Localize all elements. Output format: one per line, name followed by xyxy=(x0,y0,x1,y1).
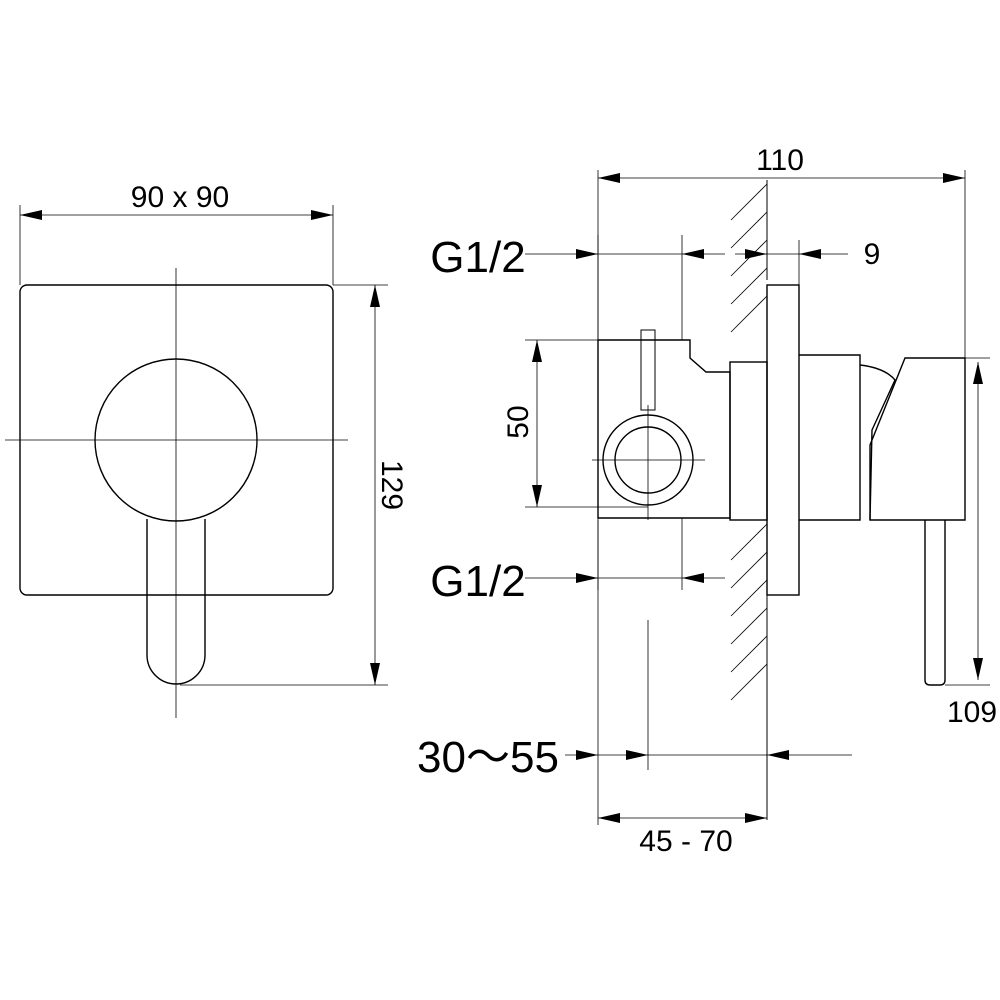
outlet-thread-label: G1/2 xyxy=(430,557,525,606)
width-dimension: 90 x 90 xyxy=(19,181,334,285)
plate-thickness-dimension: 9 xyxy=(735,238,880,285)
inlet-thread-label: G1/2 xyxy=(430,233,525,282)
depth-dimension: 110 xyxy=(597,144,966,358)
handle-neck xyxy=(859,364,896,521)
adjust-range-dimension: 30～55 xyxy=(417,520,852,825)
plate-thickness-label: 9 xyxy=(864,238,881,271)
adjust-range-label: 30～55 xyxy=(417,733,559,782)
handle-height-label: 109 xyxy=(947,696,997,729)
body-height-dimension: 50 xyxy=(502,339,648,508)
depth-dim-label: 110 xyxy=(756,144,804,177)
body-height-label: 50 xyxy=(502,405,535,438)
width-dim-label: 90 x 90 xyxy=(131,181,229,214)
valve-body xyxy=(597,339,731,519)
height-dimension: 129 xyxy=(180,284,408,686)
cartridge-housing xyxy=(729,361,768,521)
handle-head xyxy=(869,357,966,521)
outlet-thread-dimension: G1/2 xyxy=(430,518,725,606)
inlet-stem xyxy=(640,329,656,411)
side-view: 110 9 G1/2 G1/2 xyxy=(417,144,997,858)
handle-lever-side xyxy=(924,520,946,686)
side-cover-plate xyxy=(766,284,800,596)
inlet-thread-dimension: G1/2 xyxy=(430,233,725,282)
height-dim-label: 129 xyxy=(375,460,408,510)
handle-body xyxy=(799,354,861,521)
install-depth-label: 45 - 70 xyxy=(639,825,732,858)
install-depth-dimension: 45 - 70 xyxy=(598,813,767,858)
handle-height-dimension: 109 xyxy=(945,357,997,729)
wall-section xyxy=(730,180,768,820)
front-view: 90 x 90 129 xyxy=(5,181,408,718)
